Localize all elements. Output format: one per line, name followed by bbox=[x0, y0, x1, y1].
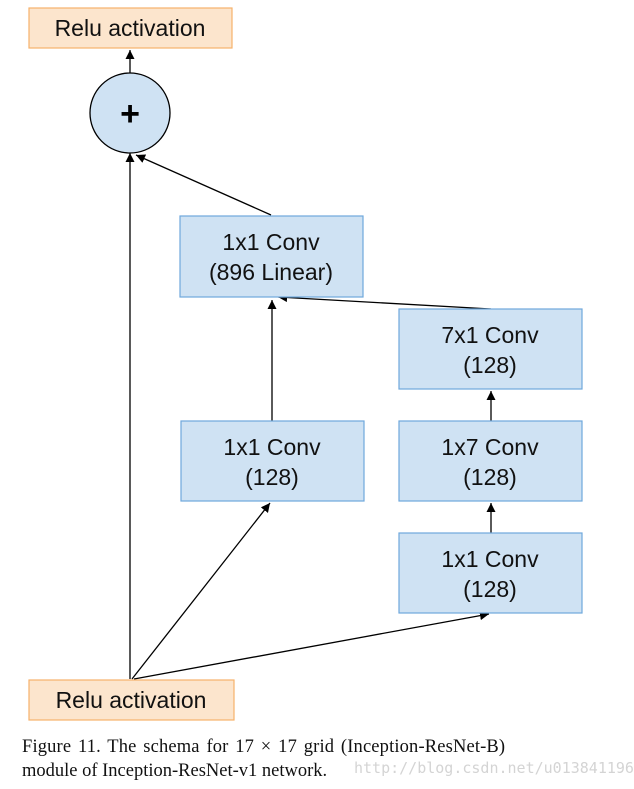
plus-icon: + bbox=[120, 95, 140, 133]
conv-1x7-line2: (128) bbox=[463, 464, 517, 490]
diagram-canvas: Relu activation + 1x1 Conv (896 Linear) … bbox=[28, 7, 583, 721]
relu-bottom-label: Relu activation bbox=[56, 687, 207, 713]
edge-linear-conv-to-add bbox=[135, 154, 272, 216]
conv-1x1-left-line1: 1x1 Conv bbox=[223, 434, 321, 460]
conv-7x1-line1: 7x1 Conv bbox=[441, 322, 539, 348]
conv-1x1-linear-line1: 1x1 Conv bbox=[222, 229, 320, 255]
edge-7x1-conv-to-linear-conv bbox=[277, 292, 492, 310]
edges bbox=[125, 50, 496, 680]
add-node: + bbox=[89, 72, 171, 154]
edge-relu-bottom-to-right-conv bbox=[133, 611, 490, 680]
conv-1x1-linear-box bbox=[179, 215, 364, 298]
conv-7x1-line2: (128) bbox=[463, 352, 517, 378]
conv-1x1-right-line2: (128) bbox=[463, 576, 517, 602]
conv-1x1-right-box bbox=[398, 532, 583, 614]
conv-1x1-right-node: 1x1 Conv (128) bbox=[398, 532, 583, 614]
watermark: http://blog.csdn.net/u013841196 bbox=[354, 759, 634, 777]
relu-bottom-box bbox=[28, 679, 235, 721]
conv-1x1-right-line1: 1x1 Conv bbox=[441, 546, 539, 572]
conv-7x1-box bbox=[398, 308, 583, 390]
figure-caption: Figure 11. The schema for 17 × 17 grid (… bbox=[22, 735, 602, 783]
relu-top-box bbox=[28, 7, 233, 49]
edge-relu-bottom-to-left-conv bbox=[131, 502, 271, 680]
conv-7x1-node: 7x1 Conv (128) bbox=[398, 308, 583, 390]
conv-1x1-linear-node: 1x1 Conv (896 Linear) bbox=[179, 215, 364, 298]
conv-1x1-linear-line2: (896 Linear) bbox=[209, 259, 333, 285]
relu-top-label: Relu activation bbox=[55, 15, 206, 41]
add-circle bbox=[89, 72, 171, 154]
caption-line-2: module of Inception-ResNet-v1 network. bbox=[22, 761, 328, 781]
figure-page: Relu activation + 1x1 Conv (896 Linear) … bbox=[22, 7, 634, 783]
conv-1x1-left-box bbox=[180, 420, 365, 502]
conv-1x1-left-line2: (128) bbox=[245, 464, 299, 490]
conv-1x7-box bbox=[398, 420, 583, 502]
relu-bottom-node: Relu activation bbox=[28, 679, 235, 721]
relu-top-node: Relu activation bbox=[28, 7, 233, 49]
conv-1x1-left-node: 1x1 Conv (128) bbox=[180, 420, 365, 502]
conv-1x7-node: 1x7 Conv (128) bbox=[398, 420, 583, 502]
conv-1x7-line1: 1x7 Conv bbox=[441, 434, 539, 460]
caption-line-1: Figure 11. The schema for 17 × 17 grid (… bbox=[22, 737, 506, 757]
